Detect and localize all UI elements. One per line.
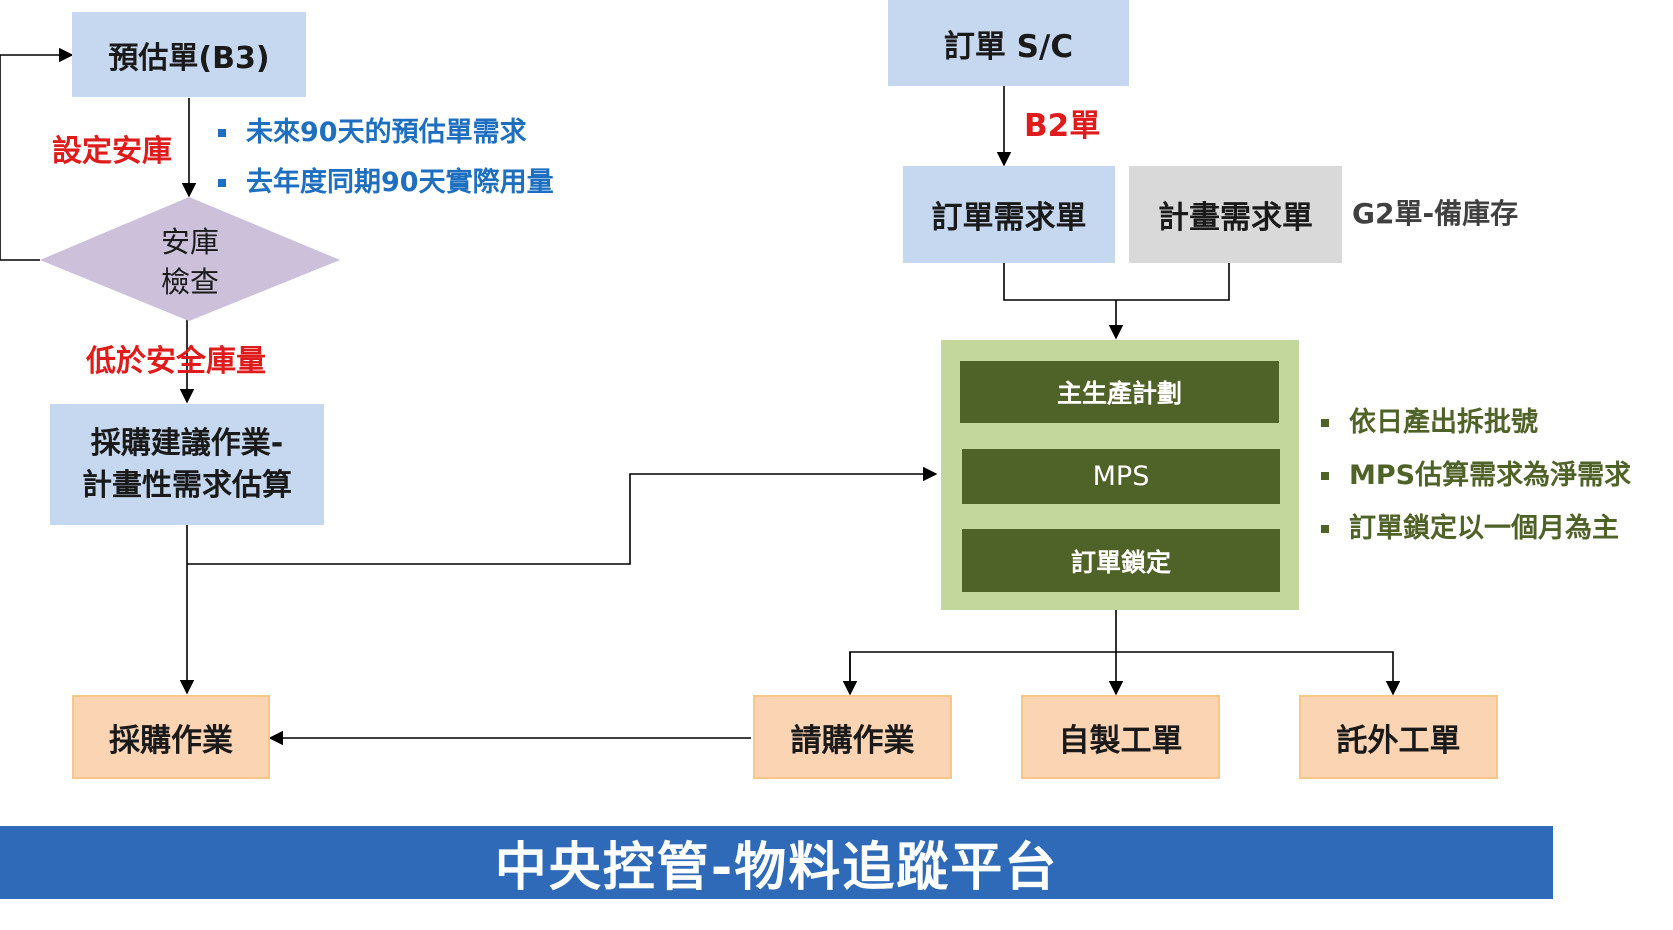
forecast-box: 預估單(B3) [72,12,306,97]
sales-order-box: 訂單 S/C [888,0,1129,86]
order-demand-box: 訂單需求單 [903,166,1115,263]
merge-line [1003,262,1230,301]
mps-item-order-lock: 訂單鎖定 [962,529,1280,592]
mps-rule-item: MPS估算需求為淨需求 [1321,449,1631,502]
self-made-order-box: 自製工單 [1021,695,1220,779]
below-safety-label: 低於安全庫量 [86,344,266,379]
forecast-basis-item: 未來90天的預估單需求 [218,108,554,158]
forecast-basis-item: 去年度同期90天實際用量 [218,158,554,208]
footer-title: 中央控管-物料追蹤平台 [494,838,1059,898]
mps-rule-item: 訂單鎖定以一個月為主 [1321,502,1631,555]
mps-item-master-plan: 主生產計劃 [960,361,1279,423]
branch-line [849,651,1401,696]
safety-check-label: 安庫 檢查 [160,225,219,299]
purchase-suggest-box: 採購建議作業- 計畫性需求估算 [50,404,324,525]
safety-check-diamond [40,197,340,321]
mps-rules-list: 依日產出拆批號 MPS估算需求為淨需求 訂單鎖定以一個月為主 [1321,396,1631,555]
outsource-order-box: 託外工單 [1299,695,1498,779]
arrow-suggest-to-mps [187,466,938,565]
mps-rule-item: 依日產出拆批號 [1321,396,1631,449]
forecast-label: 預估單(B3) [108,40,270,76]
loop-arrow [0,47,74,261]
footer-banner: 中央控管-物料追蹤平台 [0,826,1553,899]
requisition-box: 請購作業 [753,695,952,779]
plan-demand-box: 計畫需求單 [1129,166,1342,263]
set-safety-label: 設定安庫 [52,134,172,169]
purchase-box: 採購作業 [72,695,270,779]
b2-label: B2單 [1024,108,1101,144]
forecast-basis-list: 未來90天的預估單需求 去年度同期90天實際用量 [218,108,554,208]
mps-item-mps: MPS [962,449,1280,504]
g2-label: G2單-備庫存 [1352,197,1519,230]
